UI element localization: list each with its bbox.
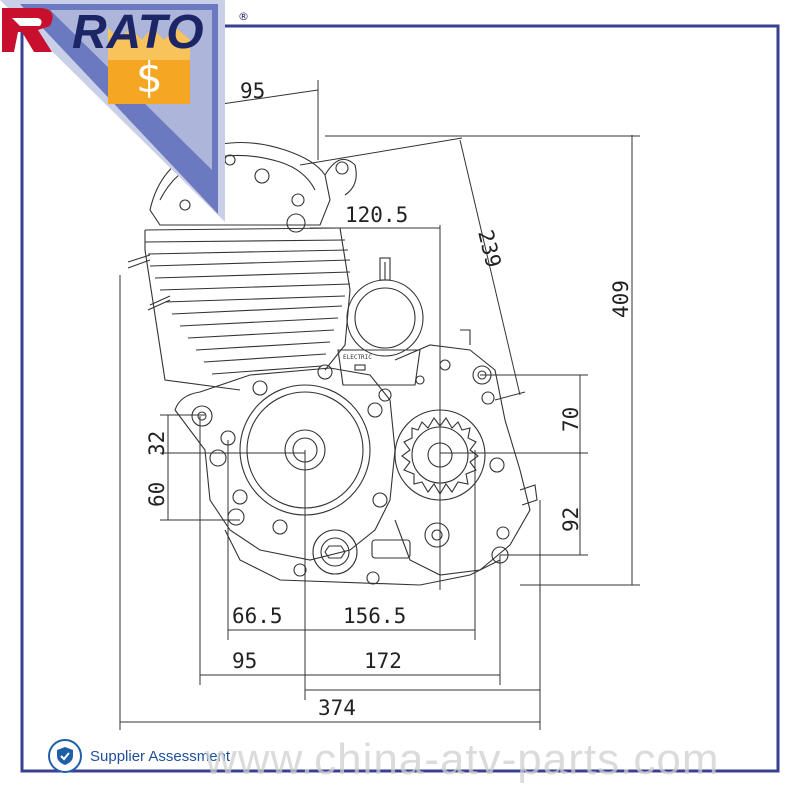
- brand-registered-mark: ®: [238, 10, 249, 23]
- dim-head-offset: 120.5: [345, 203, 408, 227]
- dim-left-lower: 60: [145, 482, 169, 507]
- dim-overall-height: 409: [609, 280, 633, 318]
- dim-diagonal: 239: [473, 227, 505, 270]
- rato-logo: RATO ®: [2, 6, 249, 59]
- dollar-tag-icon: $: [108, 28, 190, 104]
- shield-check-icon: [48, 739, 82, 773]
- corner-dollar-tag: $: [0, 0, 225, 222]
- brand-name: RATO: [72, 6, 204, 59]
- dim-left-upper: 32: [145, 431, 169, 456]
- svg-text:$: $: [136, 53, 163, 102]
- site-watermark: www.china-atv-parts.com: [205, 735, 720, 784]
- dim-overall-length: 374: [318, 696, 356, 720]
- dim-bottom-inner-right: 156.5: [343, 604, 406, 628]
- dim-right-upper: 70: [559, 407, 583, 432]
- page-border: [20, 24, 780, 773]
- supplier-assessment: Supplier Assessment: [48, 738, 230, 774]
- dim-bottom-inner-left: 66.5: [232, 604, 283, 628]
- dim-bottom-mid-right: 172: [364, 649, 402, 673]
- dimension-lines: [119, 80, 640, 730]
- dim-bottom-mid-left: 95: [232, 649, 257, 673]
- dim-top-offset: 95: [240, 79, 265, 103]
- dim-right-lower: 92: [559, 507, 583, 532]
- cover-label: ELECTRIC: [343, 354, 372, 361]
- supplier-assessment-label: Supplier Assessment: [90, 747, 231, 765]
